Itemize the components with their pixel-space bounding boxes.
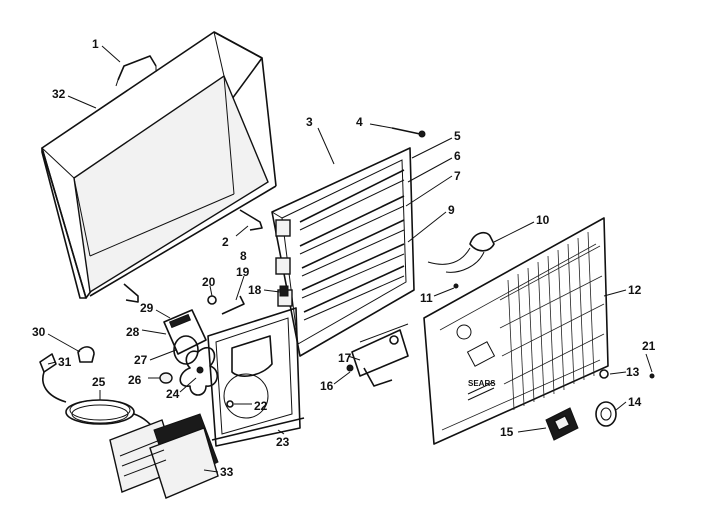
callout-30: 30: [32, 325, 46, 339]
callout-18: 18: [248, 283, 262, 297]
callout-17: 17: [338, 351, 352, 365]
callout-28: 28: [126, 325, 140, 339]
callout-2: 2: [222, 235, 229, 249]
callout-33: 33: [220, 465, 234, 479]
callout-15: 15: [500, 425, 514, 439]
part-screw-4: [391, 127, 426, 138]
part-manual-packet: [109, 413, 219, 499]
callout-8: 8: [240, 249, 247, 263]
callout-24: 24: [166, 387, 180, 401]
part-handle: [115, 55, 157, 87]
part-screw-11: [453, 283, 459, 289]
part-element-frame: [271, 147, 415, 357]
callout-5: 5: [454, 129, 461, 143]
callout-labels: 1 2 3 4 5 6 7 8 9 10 11 12 13 14 15 16 1…: [32, 37, 656, 479]
callout-6: 6: [454, 149, 461, 163]
callout-25: 25: [92, 375, 106, 389]
part-switch: [545, 407, 579, 441]
part-motor: [159, 309, 207, 384]
callout-14: 14: [628, 395, 642, 409]
callout-23: 23: [276, 435, 290, 449]
callout-27: 27: [134, 353, 148, 367]
callout-16: 16: [320, 379, 334, 393]
grille-border-slots: [439, 243, 601, 431]
part-limit-bracket: [346, 323, 409, 387]
callout-9: 9: [448, 203, 455, 217]
element-slats: [299, 169, 405, 321]
leader-lines: [47, 45, 653, 473]
part-fan-blade: [179, 346, 218, 396]
callout-31: 31: [58, 355, 72, 369]
callout-1: 1: [92, 37, 99, 51]
callout-7: 7: [454, 169, 461, 183]
part-screw-21: [649, 373, 655, 379]
callout-12: 12: [628, 283, 642, 297]
part-hardware-small: [207, 285, 289, 408]
callout-4: 4: [356, 115, 363, 129]
part-terminal: [39, 346, 95, 373]
callout-22: 22: [254, 399, 268, 413]
part-thermostat-bulb: [427, 231, 495, 273]
callout-11: 11: [420, 291, 433, 305]
grille-bars: [499, 231, 605, 411]
callout-20: 20: [202, 275, 216, 289]
callout-10: 10: [536, 213, 550, 227]
callout-26: 26: [128, 373, 142, 387]
callout-29: 29: [140, 301, 154, 315]
callout-13: 13: [626, 365, 640, 379]
part-front-grille: SEARS: [423, 217, 609, 445]
part-nut-13: [599, 369, 609, 379]
callout-3: 3: [306, 115, 313, 129]
callout-32: 32: [52, 87, 66, 101]
callout-19: 19: [236, 265, 250, 279]
part-feet: [123, 209, 263, 303]
part-knob: [595, 401, 617, 427]
part-cabinet-housing: [41, 31, 277, 299]
grille-brand-text: SEARS: [468, 379, 496, 388]
part-fan-frame: [207, 307, 305, 447]
callout-21: 21: [642, 339, 656, 353]
